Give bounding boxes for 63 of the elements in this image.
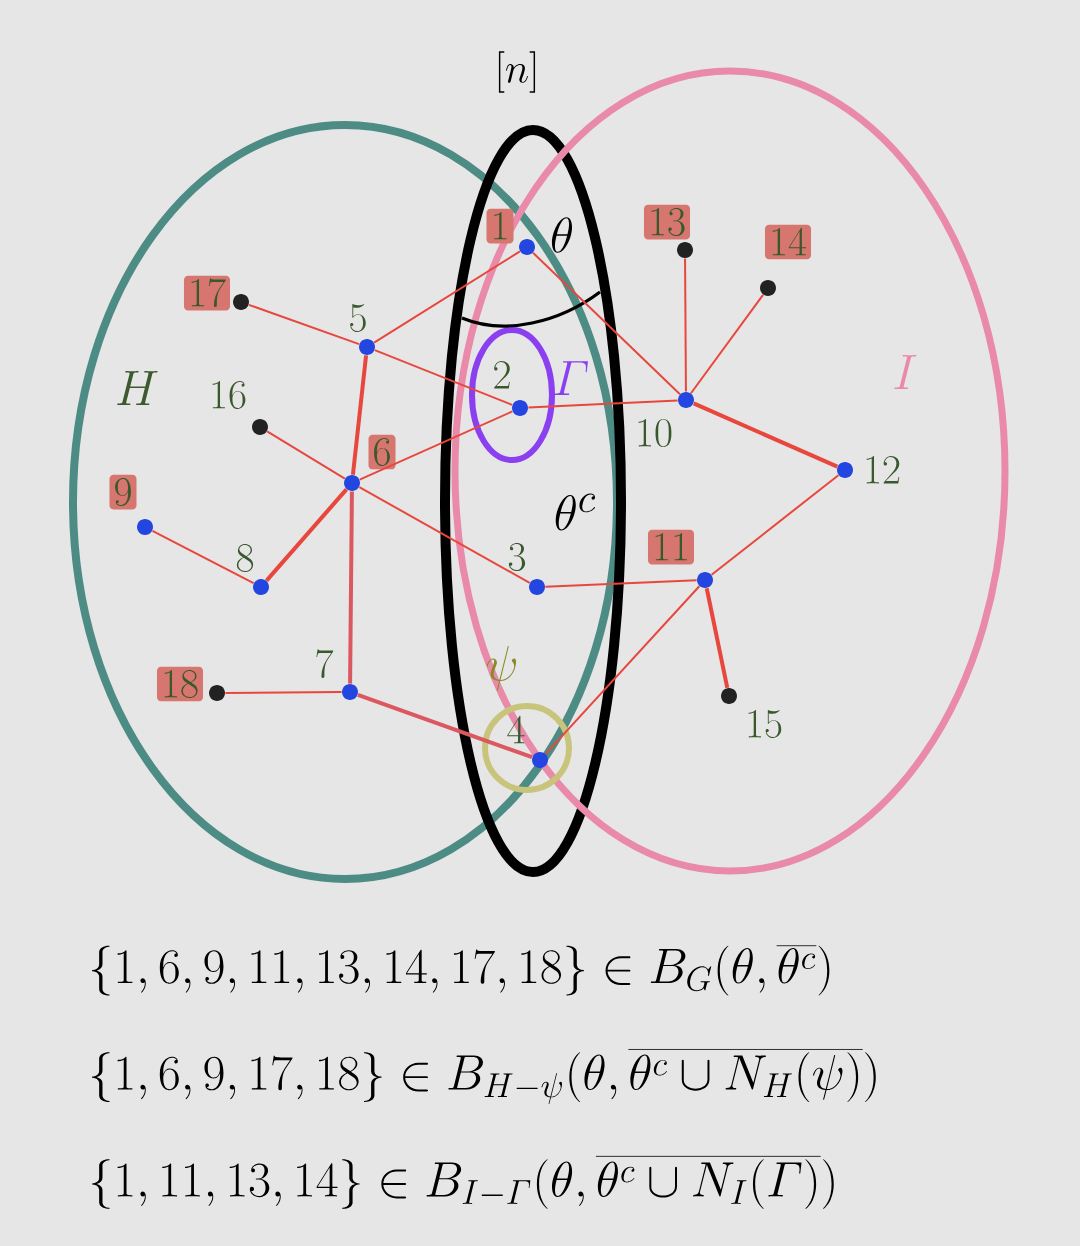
- vertex-dot: [721, 688, 737, 704]
- graph-edge: [544, 579, 698, 588]
- graph-edge: [350, 355, 369, 475]
- graph-edge: [373, 349, 514, 406]
- formula: $\{1,11,13,14\}\in B_{I-\mathnormal{\Gamma}}\Bigl(\theta,\overline{\theta^{c}\cup N_I(\mathnormal{\Gamma})}\Bigr)$: [92, 1156, 834, 1209]
- vertex-number: $3$: [508, 542, 526, 572]
- graph-edge: [684, 257, 687, 393]
- graph-edge: [266, 430, 346, 480]
- vertex-number: $7$: [316, 649, 334, 679]
- vertex-dot: [137, 519, 153, 535]
- graph-edge: [247, 303, 361, 346]
- vertex-dot: [529, 579, 545, 595]
- graph-edge: [710, 474, 840, 576]
- graph-edge: [527, 399, 679, 409]
- vertex-number: $4$: [507, 715, 525, 744]
- set-label: $[n]$: [498, 51, 536, 93]
- graph-edge: [689, 293, 765, 395]
- vertex-number: $5$: [350, 304, 366, 333]
- graph-edge: [348, 491, 354, 684]
- vertex-dot: [519, 239, 535, 255]
- graph-edge: [358, 410, 514, 481]
- region-label: $\theta^{c}$: [555, 493, 596, 531]
- vertex-number: $2$: [494, 360, 510, 389]
- vertex-number: $15$: [748, 709, 782, 739]
- graph-edge: [265, 488, 348, 582]
- set-label: $I$: [894, 355, 917, 389]
- vertex-number: $8$: [236, 543, 254, 573]
- graph-edge: [224, 691, 343, 694]
- vertex-dot: [233, 294, 249, 310]
- vertex-dot: [252, 419, 268, 435]
- vertex-dot: [532, 752, 548, 768]
- vertex-dot: [697, 572, 713, 588]
- vertex-dot: [760, 280, 776, 296]
- graph-edge: [357, 692, 533, 760]
- vertex-dot: [359, 339, 375, 355]
- subset-circle: [482, 703, 572, 793]
- graph-edge: [692, 401, 839, 469]
- vertex-number: $16$: [212, 380, 246, 410]
- subset-label: $\mathnormal{\Gamma}$: [554, 361, 588, 395]
- subset-label: $\psi$: [486, 645, 517, 691]
- subset-ellipse: [469, 327, 555, 463]
- vertex-dot: [209, 685, 225, 701]
- graph-edge: [544, 585, 701, 755]
- region-label: $\theta$: [551, 217, 572, 253]
- vertex-dot: [342, 684, 358, 700]
- highlighted-vertex-number: $1$: [486, 208, 514, 244]
- formula: $\{1,6,9,17,18\}\in B_{H-\psi}\Bigl(\theta,\overline{\theta^{c}\cup N_H(\psi)}\Bigr)$: [92, 1049, 876, 1105]
- vertex-dot: [677, 242, 693, 258]
- highlighted-vertex-number: $9$: [109, 474, 137, 510]
- graph-edge: [151, 529, 255, 585]
- vertex-dot: [253, 579, 269, 595]
- graph-edge: [532, 251, 681, 396]
- vertex-number: $10$: [638, 418, 672, 448]
- vertex-dot: [678, 392, 694, 408]
- graph-edge: [373, 250, 521, 344]
- formula: $\{1,6,9,11,13,14,17,18\}\in B_G\Bigl(\theta,\overline{\theta^{c}}\Bigr)$: [92, 945, 830, 996]
- graph-edge: [358, 486, 531, 584]
- vertex-number: $12$: [866, 455, 900, 484]
- graph-edge: [704, 587, 730, 689]
- set-label: $H$: [117, 371, 158, 405]
- vertex-dot: [837, 462, 853, 478]
- vertex-dot: [344, 475, 360, 491]
- vertex-dot: [512, 400, 528, 416]
